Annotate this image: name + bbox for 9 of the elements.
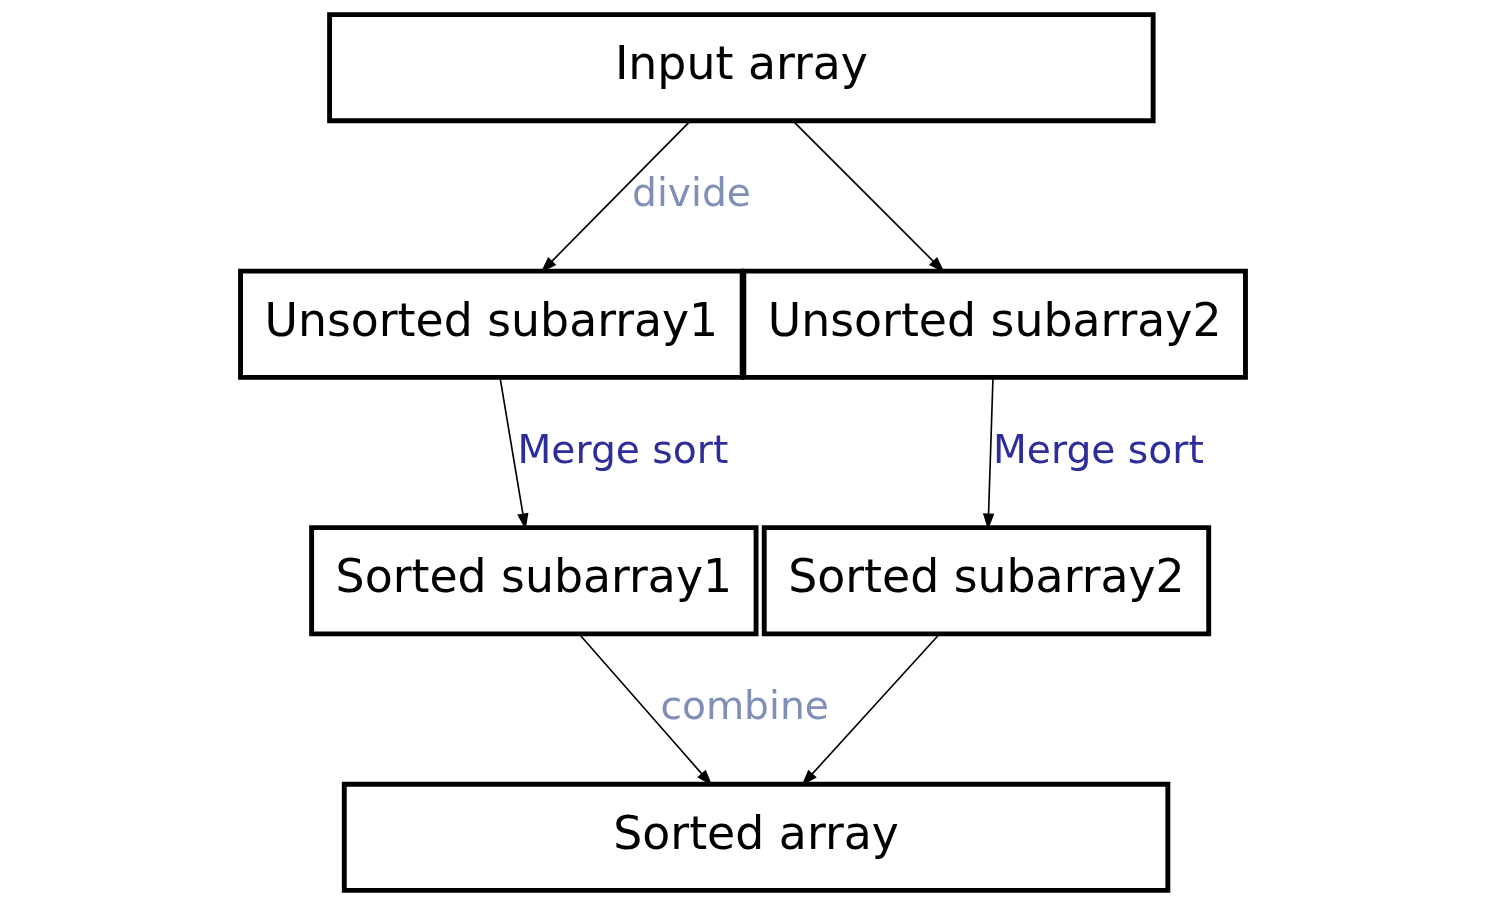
edge-label: divide <box>632 170 751 216</box>
edge-label: Merge sort <box>993 426 1204 472</box>
node-box: Sorted subarray1 <box>309 525 759 637</box>
edge-label: combine <box>660 683 829 729</box>
node-box: Unsorted subarray2 <box>741 268 1248 380</box>
node-box: Sorted array <box>341 781 1171 893</box>
node-box: Sorted subarray2 <box>761 525 1212 637</box>
node-box: Input array <box>327 12 1156 124</box>
edge-label: Merge sort <box>517 426 729 472</box>
